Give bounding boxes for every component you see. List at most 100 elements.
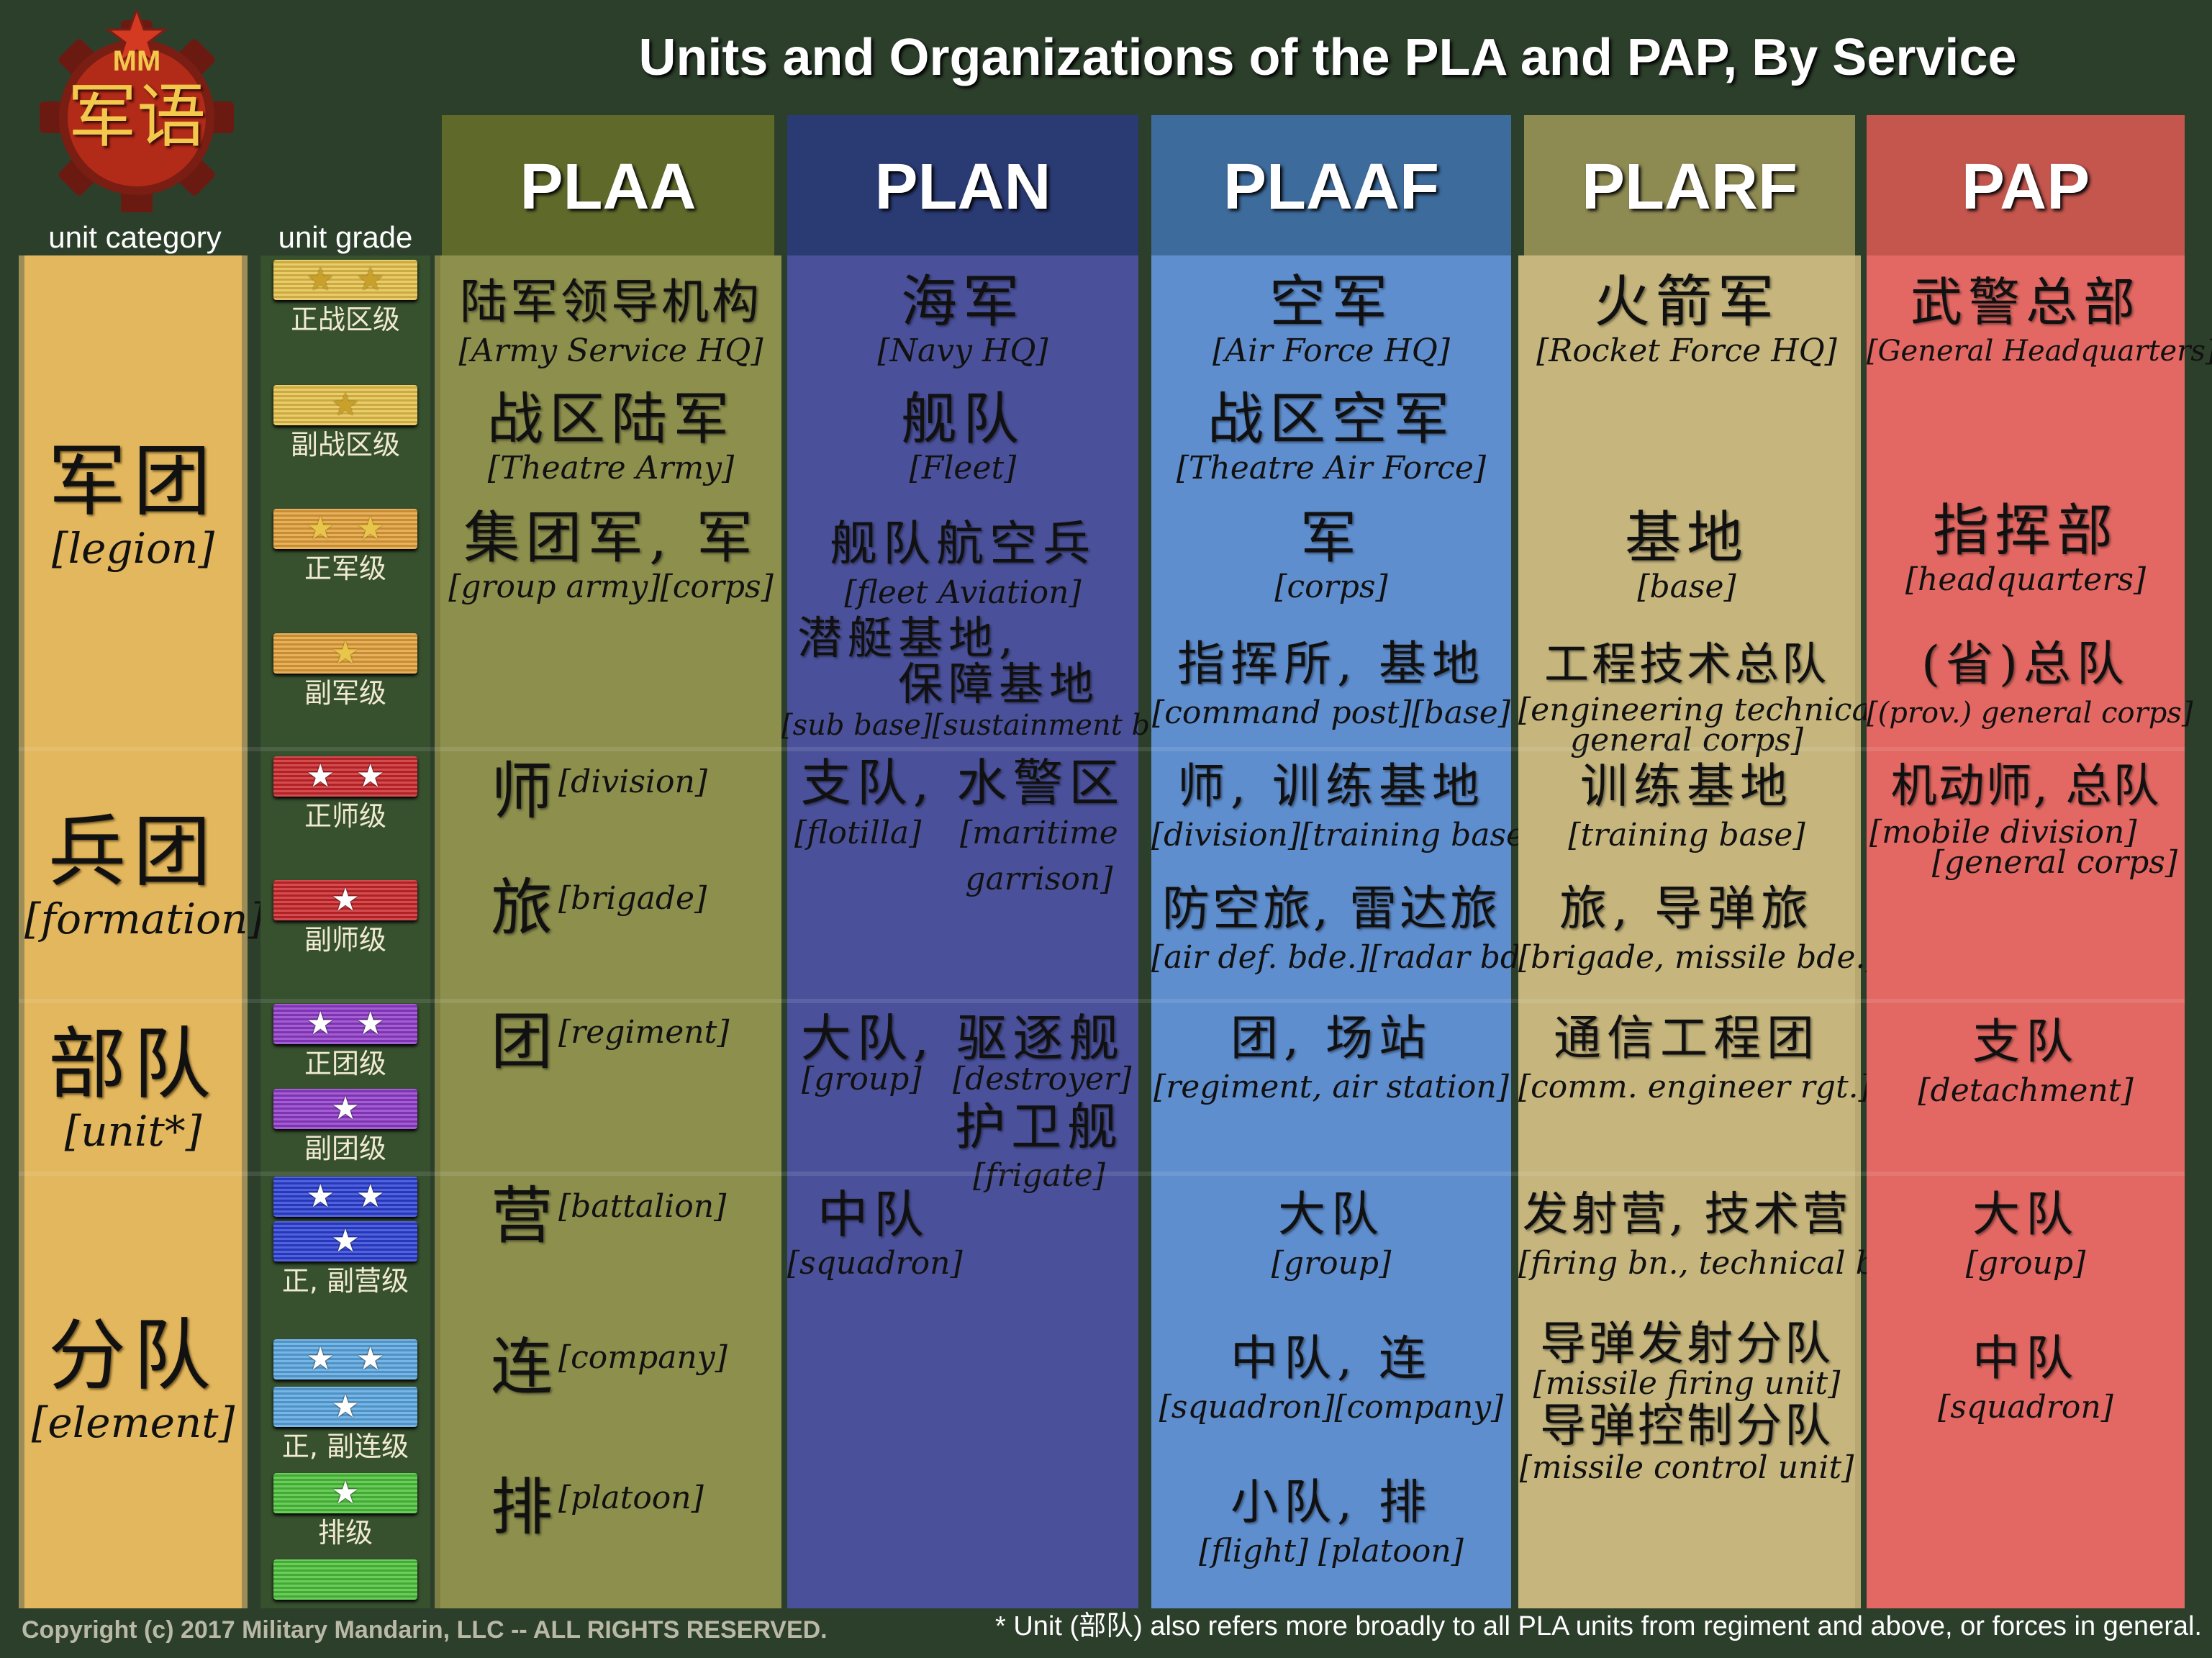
plaa-division: 师[division] bbox=[491, 759, 707, 824]
plan-garrison-en2: garrison] bbox=[965, 861, 1113, 897]
grade-4: ★★正师级 bbox=[273, 756, 417, 833]
unit-grade-column: ★★正战区级 ★副战区级 ★★正军级 ★副军级 ★★正师级 ★副师级 ★★正团级… bbox=[260, 255, 430, 1608]
plaa-hq-en: [Army Service HQ] bbox=[458, 332, 763, 369]
pap-hq-en: [General Headquarters] bbox=[1867, 335, 2212, 368]
pap-group-zh: 大队 bbox=[1972, 1187, 2079, 1242]
copyright-text: Copyright (c) 2017 Military Mandarin, LL… bbox=[22, 1616, 828, 1644]
plaa-group-en: [group army][corps] bbox=[448, 568, 774, 605]
grade-11: ★正, 副连级 bbox=[273, 1387, 417, 1463]
plaa-group-army: 集团军, 军[group army][corps] bbox=[440, 507, 781, 605]
pap-detach-zh: 支队 bbox=[1972, 1014, 2079, 1069]
plaaf-theatre-en: [Theatre Air Force] bbox=[1176, 450, 1487, 486]
plan-fleet-zh: 舰队 bbox=[900, 387, 1025, 452]
plan-base-zh1: 潜艇基地, bbox=[797, 612, 1019, 664]
plaaf-flight: 小队, 排[flight] [platoon] bbox=[1151, 1472, 1511, 1569]
plaaf-division-en: [division][training base] bbox=[1151, 817, 1538, 853]
plaaf-hq-en: [Air Force HQ] bbox=[1212, 332, 1450, 369]
plarf-base: 基地[base] bbox=[1518, 507, 1855, 605]
rank-bar: ★ bbox=[273, 1089, 417, 1129]
service-header-plaaf: PLAAF bbox=[1151, 115, 1511, 255]
category-element-en: [element] bbox=[31, 1398, 235, 1447]
plan-column: 海军[Navy HQ] 舰队[Fleet] 舰队航空兵[fleet Aviati… bbox=[781, 255, 1210, 1608]
pap-hq: 武警总部[General Headquarters] bbox=[1867, 271, 2212, 369]
plaaf-theatre: 战区空军[Theatre Air Force] bbox=[1151, 389, 1511, 486]
pap-squadron-en: [squadron] bbox=[1938, 1389, 2113, 1426]
grade-label: 正师级 bbox=[304, 800, 386, 832]
rank-bar: ★ bbox=[273, 385, 417, 425]
rank-bar: ★★ bbox=[273, 1339, 417, 1380]
grade-label: 正战区级 bbox=[290, 304, 400, 335]
plaa-division-zh: 师 bbox=[491, 756, 553, 828]
pap-squadron: 中队[squadron] bbox=[1867, 1328, 2185, 1426]
rank-bar: ★★ bbox=[273, 756, 417, 797]
plaa-column: 陆军领导机构[Army Service HQ] 战区陆军[Theatre Arm… bbox=[435, 255, 781, 1608]
plarf-comm-zh: 通信工程团 bbox=[1554, 1010, 1820, 1066]
plaa-company-zh: 连 bbox=[491, 1331, 553, 1403]
plaa-brigade-zh: 旅 bbox=[491, 872, 553, 944]
service-header-pap: PAP bbox=[1867, 115, 2185, 255]
plan-group-en: [group] bbox=[802, 1061, 922, 1097]
grade-9: ★正, 副营级 bbox=[273, 1221, 417, 1297]
rank-bar: ★ bbox=[273, 1473, 417, 1513]
plarf-base-en: [base] bbox=[1637, 568, 1736, 605]
plaa-regiment-en: [regiment] bbox=[558, 1014, 730, 1051]
rank-bar: ★★ bbox=[273, 1177, 417, 1217]
rank-bar bbox=[273, 1559, 417, 1600]
plarf-eng-en1: [engineering technical bbox=[1518, 692, 1881, 728]
plaaf-column: 空军[Air Force HQ] 战区空军[Theatre Air Force]… bbox=[1151, 255, 1561, 1608]
plan-hq-en: [Navy HQ] bbox=[877, 332, 1048, 369]
plaaf-group-zh: 大队 bbox=[1278, 1187, 1384, 1242]
grade-10: ★★ bbox=[273, 1339, 417, 1380]
rank-bar: ★★ bbox=[273, 260, 417, 300]
plaaf-flight-en: [flight] [platoon] bbox=[1199, 1533, 1464, 1569]
plarf-brigade-en: [brigade, missile bde.] bbox=[1518, 939, 1878, 976]
plaaf-regiment: 团, 场站[regiment, air station] bbox=[1151, 1007, 1511, 1105]
plaa-battalion: 营[battalion] bbox=[491, 1184, 726, 1249]
service-header-plan: PLAN bbox=[787, 115, 1138, 255]
plarf-unit-zh: 导弹发射分队 bbox=[1540, 1318, 1833, 1371]
plaaf-airdef-zh: 防空旅, 雷达旅 bbox=[1162, 881, 1500, 936]
military-mandarin-logo: MM 军语 bbox=[29, 6, 245, 214]
grade-label: 副战区级 bbox=[290, 429, 400, 461]
plaa-platoon: 排[platoon] bbox=[491, 1475, 704, 1540]
category-formation-zh: 兵团 bbox=[47, 807, 218, 897]
category-element: 分队 [element] bbox=[24, 1313, 242, 1446]
plan-destroyer: [destroyer] bbox=[953, 1061, 1131, 1097]
plarf-control-en: [missile control unit] bbox=[1519, 1449, 1854, 1486]
plarf-eng-en2: general corps] bbox=[1570, 722, 1803, 758]
plaa-regiment: 团[regiment] bbox=[491, 1010, 729, 1074]
plaa-division-en: [division] bbox=[558, 764, 707, 800]
category-legion-en: [legion] bbox=[51, 524, 215, 573]
grade-label: 排级 bbox=[317, 1517, 373, 1549]
rank-bar: ★ bbox=[273, 880, 417, 920]
plaaf-regiment-en: [regiment, air station] bbox=[1153, 1069, 1509, 1105]
plan-squadron: 中队[squadron] bbox=[787, 1184, 963, 1282]
plan-flotilla-en-block: [flotilla] bbox=[794, 815, 921, 851]
service-header-plaa: PLAA bbox=[442, 115, 774, 255]
plaa-platoon-en: [platoon] bbox=[558, 1480, 704, 1516]
category-formation: 兵团 [formation] bbox=[24, 807, 265, 943]
plan-hq: 海军[Navy HQ] bbox=[787, 271, 1138, 369]
page-title: Units and Organizations of the PLA and P… bbox=[638, 29, 2017, 86]
plarf-training-zh: 训练基地 bbox=[1580, 758, 1793, 814]
category-formation-en: [formation] bbox=[24, 894, 265, 943]
plarf-column: 火箭军[Rocket Force HQ] 基地[base] 工程技术总队[eng… bbox=[1518, 255, 1918, 1608]
plan-frigate-zh: 护卫舰 bbox=[955, 1097, 1123, 1156]
plarf-firing: 发射营, 技术营[firing bn., technical bn.] bbox=[1518, 1184, 1918, 1282]
plan-frigate: 护卫舰[frigate] bbox=[953, 1096, 1125, 1194]
grade-label: 副师级 bbox=[304, 924, 386, 956]
grade-label: 副军级 bbox=[304, 677, 386, 709]
grade-label: 正军级 bbox=[304, 553, 386, 584]
grade-12: ★ 排级 bbox=[273, 1473, 417, 1549]
plan-fleet-aviation: 舰队航空兵[fleet Aviation] bbox=[787, 513, 1138, 611]
row-divider bbox=[19, 747, 2185, 751]
logo-chinese-text: 军语 bbox=[68, 76, 206, 157]
plan-fleet: 舰队[Fleet] bbox=[787, 389, 1138, 486]
pap-group: 大队[group] bbox=[1867, 1184, 2185, 1282]
plaaf-command-post: 指挥所, 基地[command post][base] bbox=[1151, 633, 1511, 731]
category-legion: 军团 [legion] bbox=[24, 439, 242, 573]
unit-category-column: 军团 [legion] 兵团 [formation] 部队 [unit*] 分队… bbox=[19, 255, 265, 1608]
plan-squadron-en: [squadron] bbox=[787, 1245, 963, 1282]
plaa-battalion-en: [battalion] bbox=[558, 1188, 727, 1225]
